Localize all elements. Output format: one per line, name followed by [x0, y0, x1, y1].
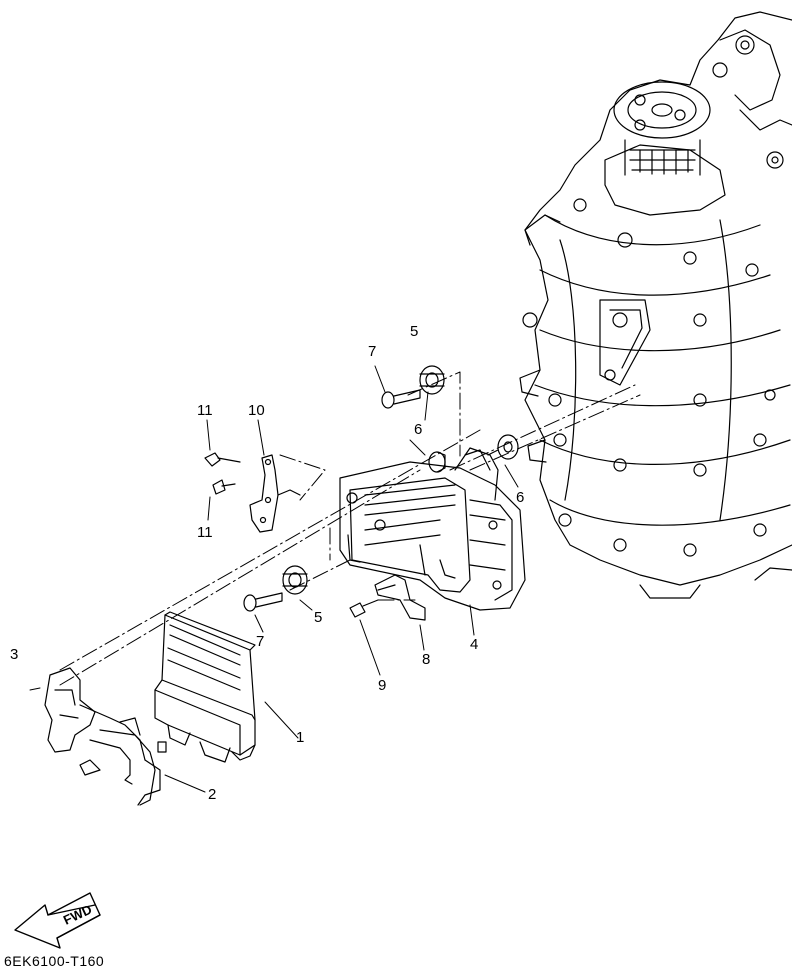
part-6-collar-right	[488, 435, 518, 459]
callout-10: 10	[248, 402, 265, 419]
part-10-small-bracket	[250, 455, 300, 532]
leader-lines	[30, 366, 518, 792]
diagram-code: 6EK6100-T160	[4, 953, 105, 969]
part-6-collar-left	[429, 452, 445, 472]
callout-7-top: 7	[368, 343, 377, 360]
fwd-arrow-icon	[15, 893, 100, 948]
part-1-ecu-module	[155, 612, 255, 762]
callout-5-top: 5	[410, 323, 419, 340]
callout-5-bottom: 5	[314, 609, 323, 626]
part-2-3-harness-bracket	[45, 668, 166, 805]
part-5-grommet-top	[420, 366, 444, 394]
callout-1: 1	[296, 729, 305, 746]
callout-6-right: 6	[516, 489, 525, 506]
engine-block	[520, 12, 792, 598]
part-11-bolts	[205, 453, 240, 494]
callout-11-bottom: 11	[197, 524, 213, 541]
callout-3: 3	[10, 646, 19, 663]
callout-2: 2	[208, 786, 217, 803]
callout-6-left: 6	[414, 421, 423, 438]
engine-bolts	[523, 95, 775, 556]
callout-7-bottom: 7	[256, 633, 265, 650]
part-7-bolt-top	[382, 390, 420, 408]
part-5-grommet-bottom	[283, 566, 307, 594]
callout-4: 4	[470, 636, 479, 653]
callout-9: 9	[378, 677, 387, 694]
part-7-bolt-bottom	[244, 593, 282, 611]
part-4-bracket	[340, 448, 525, 610]
callout-11-top: 11	[197, 402, 213, 419]
callout-8: 8	[422, 651, 431, 668]
alignment-lines	[60, 372, 640, 685]
part-8-clamp	[375, 575, 425, 620]
part-9-bolt	[350, 600, 378, 617]
